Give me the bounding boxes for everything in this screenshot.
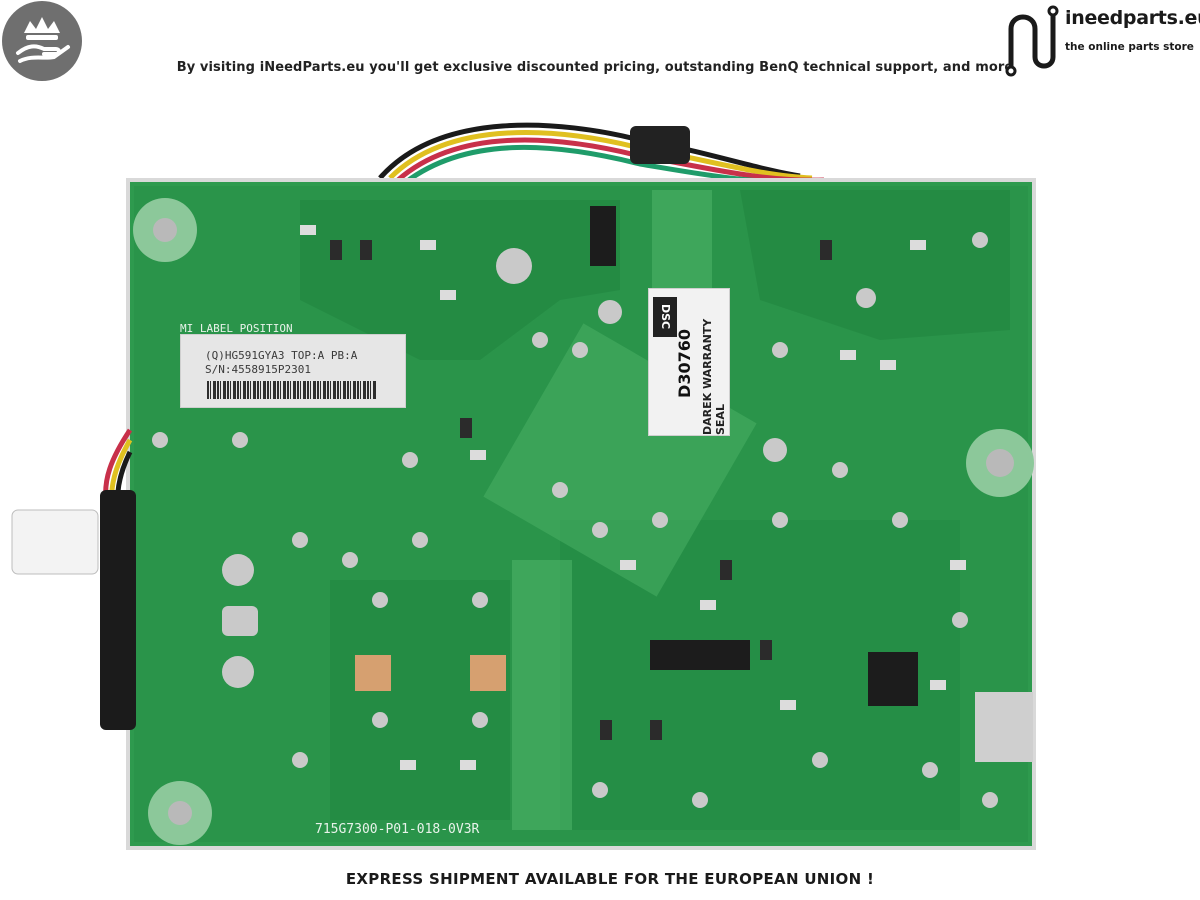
label-line-serial: S/N:4558915P2301 xyxy=(205,363,311,376)
warranty-seal: DSC D30760 DAREK WARRANTY SEAL xyxy=(648,288,730,436)
label-position-text: MI LABEL POSITION xyxy=(180,322,293,335)
label-line-model: (Q)HG591GYA3 TOP:A PB:A xyxy=(205,349,358,362)
shipping-banner: EXPRESS SHIPMENT AVAILABLE FOR THE EUROP… xyxy=(345,870,875,888)
ineedparts-logo-icon xyxy=(1005,5,1059,77)
crown-on-hand-icon xyxy=(16,17,70,63)
logo-tagline: the online parts store xyxy=(1065,41,1194,53)
serial-label: (Q)HG591GYA3 TOP:A PB:A S/N:4558915P2301 xyxy=(180,334,406,408)
badge xyxy=(2,1,82,81)
barcode xyxy=(207,381,377,399)
promo-banner: By visiting iNeedParts.eu you'll get exc… xyxy=(176,60,1014,75)
logo-name: ineedparts.eu xyxy=(1065,7,1200,29)
logo[interactable]: ineedparts.eu the online parts store xyxy=(1003,3,1200,77)
board-code: 715G7300-P01-018-0V3R xyxy=(315,822,480,837)
seal-number: D30760 xyxy=(675,329,694,398)
seal-code: DSC xyxy=(653,297,677,337)
seal-text: DAREK WARRANTY SEAL xyxy=(701,318,727,435)
